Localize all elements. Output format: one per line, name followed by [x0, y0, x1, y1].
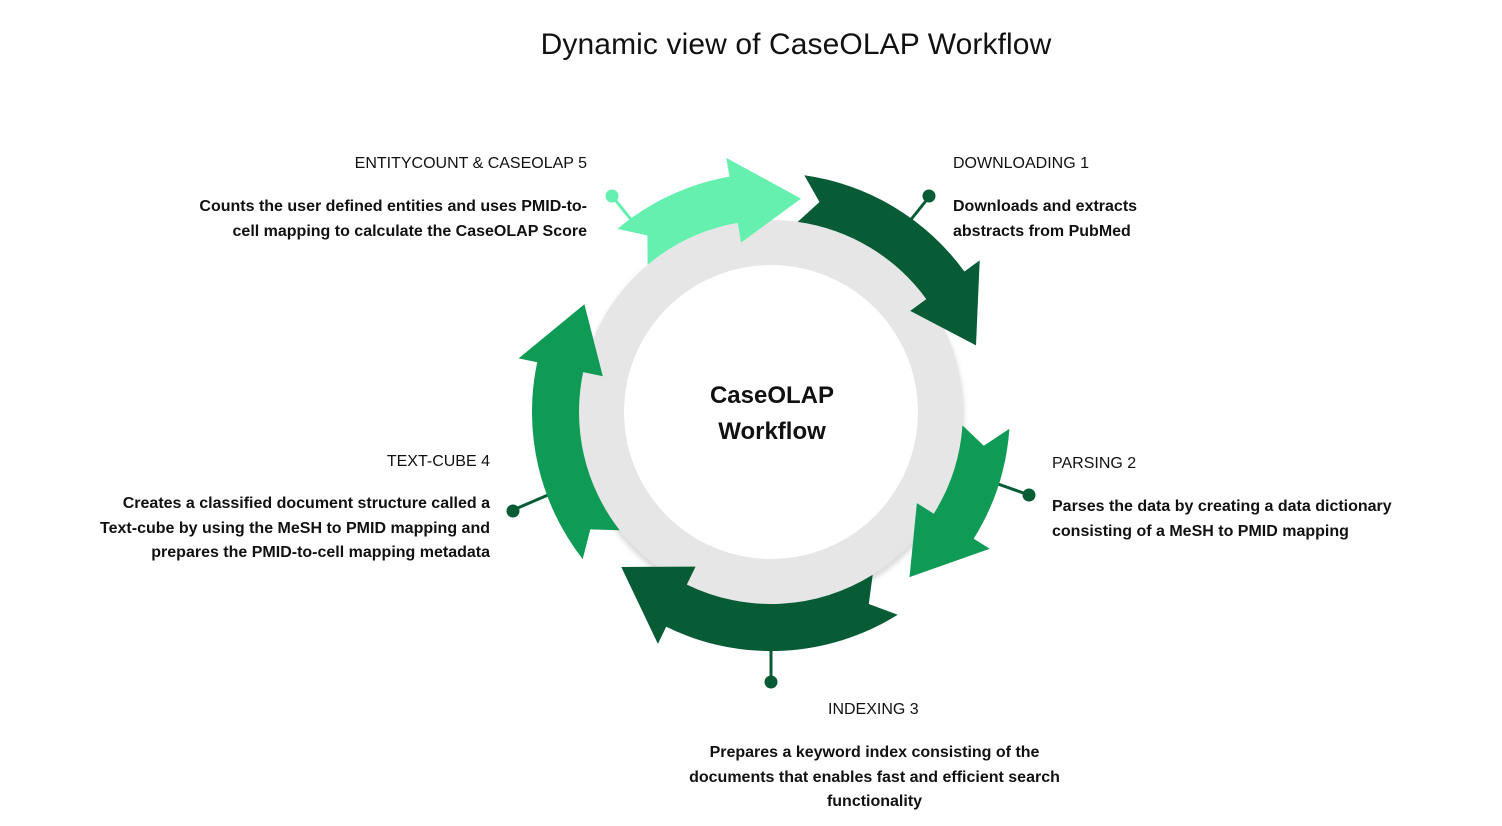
leader-dot-text-cube — [506, 504, 520, 518]
step-description-entitycount: Counts the user defined entities and use… — [199, 198, 587, 240]
center-label-line-2: Workflow — [718, 418, 826, 445]
step-heading-indexing: INDEXING 3 — [828, 701, 919, 718]
step-heading-parsing: PARSING 2 — [1052, 455, 1137, 472]
diagram-title: Dynamic view of CaseOLAP Workflow — [540, 28, 1052, 61]
step-heading-downloading: DOWNLOADING 1 — [953, 155, 1090, 172]
leader-line-text-cube — [512, 493, 549, 512]
center-label-line-1: CaseOLAP — [709, 382, 835, 409]
leader-dot-entitycount — [605, 189, 619, 203]
step-heading-entitycount: ENTITYCOUNT & CASEOLAP 5 — [354, 155, 587, 172]
cycle-arrow-indexing — [621, 566, 898, 652]
leader-dot-downloading — [922, 189, 936, 203]
leader-dot-indexing — [764, 675, 778, 689]
step-description-indexing: Prepares a keyword index consisting of t… — [689, 744, 1060, 810]
step-heading-text-cube: TEXT-CUBE 4 — [386, 453, 490, 470]
cycle-arrow-parsing — [909, 425, 1010, 578]
cycle-arrow-text-cube — [518, 304, 620, 560]
cycle-arrow-downloading — [797, 175, 980, 346]
step-description-text-cube: Creates a classified document structure … — [100, 495, 490, 561]
step-description-parsing: Parses the data by creating a data dicti… — [1052, 498, 1392, 540]
step-description-downloading: Downloads and extracts abstracts from Pu… — [953, 198, 1138, 240]
inner-white-circle — [624, 265, 918, 559]
center-label: CaseOLAP Workflow — [660, 378, 884, 450]
cycle-arrow-entitycount — [617, 157, 801, 265]
leader-dot-parsing — [1022, 488, 1036, 502]
